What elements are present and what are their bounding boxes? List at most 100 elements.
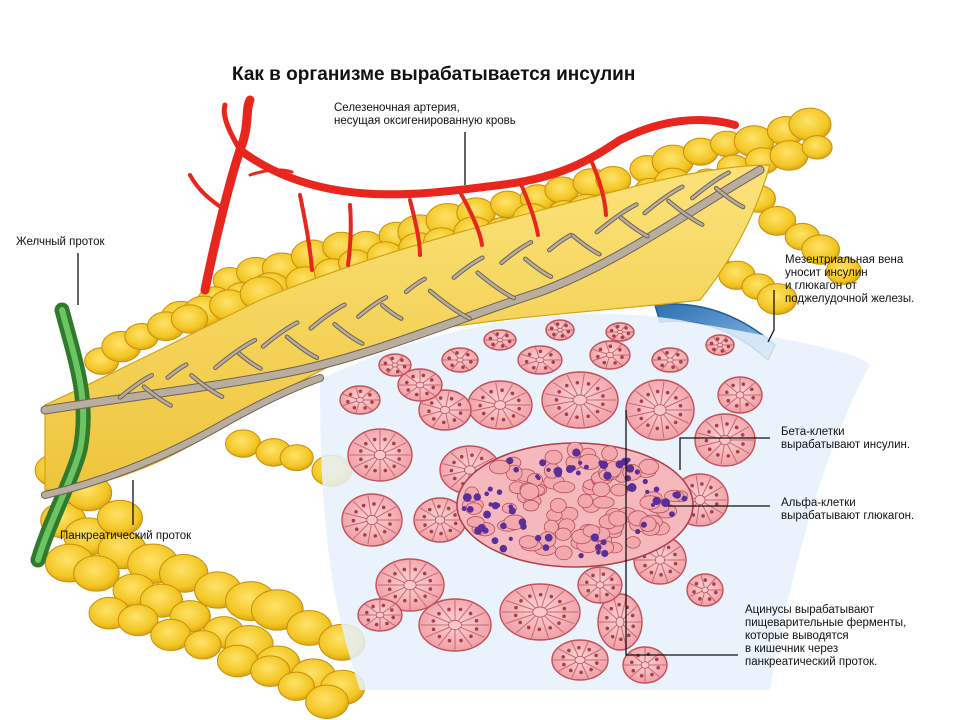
alpha-cell xyxy=(535,474,540,479)
alpha-cell xyxy=(672,491,679,498)
gland-lobule xyxy=(184,630,222,660)
alpha-cell xyxy=(482,527,489,534)
alpha-cell xyxy=(626,457,631,463)
duct-branch xyxy=(142,385,172,407)
alpha-cell xyxy=(491,537,499,545)
alpha-cell xyxy=(645,489,650,495)
alpha-cell xyxy=(575,470,581,476)
duct-branch xyxy=(190,374,224,399)
alpha-cell xyxy=(594,544,602,551)
duct-branch xyxy=(261,321,299,348)
artery-branch xyxy=(200,95,255,295)
alpha-cell xyxy=(508,504,514,510)
duct-branch xyxy=(237,352,262,370)
acinus xyxy=(597,593,643,651)
label-line: поджелудочной железы. xyxy=(785,293,915,305)
alpha-cell xyxy=(495,502,501,508)
alpha-cell xyxy=(653,486,660,493)
alpha-cell xyxy=(652,496,661,506)
label-line: уносит инсулин xyxy=(785,267,868,279)
alpha-cell xyxy=(473,493,482,501)
alpha-cell xyxy=(578,552,584,559)
acinus xyxy=(541,371,619,429)
label-line: Селезеночная артерия, xyxy=(334,102,460,114)
beta-cell xyxy=(519,483,540,501)
alpha-cell xyxy=(599,460,609,470)
alpha-cell xyxy=(603,471,612,480)
acinus xyxy=(357,598,403,632)
alpha-cell xyxy=(583,464,589,470)
acinus xyxy=(339,385,381,415)
acinus xyxy=(694,413,756,467)
alpha-cell xyxy=(626,485,632,491)
alpha-cell xyxy=(488,502,493,507)
beta-cell xyxy=(608,510,628,527)
label-line: Панкреатический проток xyxy=(60,530,192,542)
acinus xyxy=(589,340,631,370)
acinus xyxy=(378,353,412,377)
label-pancreatic-duct: Панкреатический проток xyxy=(60,530,191,543)
duct-branch xyxy=(691,171,730,200)
acinus xyxy=(397,368,443,402)
beta-cell xyxy=(553,480,576,494)
beta-cell xyxy=(601,445,618,462)
alpha-cell xyxy=(642,478,648,485)
acinus xyxy=(441,347,479,373)
gland-lobule xyxy=(788,107,832,142)
acinus xyxy=(483,329,517,351)
alpha-cell xyxy=(572,448,581,457)
duct-branch xyxy=(524,257,553,279)
alpha-cell xyxy=(546,467,551,473)
alpha-cell xyxy=(553,466,563,476)
leader-lines xyxy=(77,132,775,656)
acinus xyxy=(467,380,533,430)
gland-lobule xyxy=(225,429,262,458)
acinus xyxy=(499,583,581,641)
gland-lobule xyxy=(277,671,315,701)
acinus xyxy=(705,334,735,356)
alpha-cell xyxy=(634,469,641,475)
artery-branch xyxy=(221,102,243,153)
acinus xyxy=(551,639,609,681)
alpha-cell xyxy=(508,536,513,541)
acini-cluster xyxy=(339,319,763,684)
alpha-cell xyxy=(506,457,514,465)
duct-branch xyxy=(41,166,764,414)
alpha-cell xyxy=(661,498,671,508)
beta-cell xyxy=(592,481,611,497)
islet-of-langerhans xyxy=(456,441,694,568)
beta-cell xyxy=(592,496,615,509)
gland-lobule xyxy=(73,555,120,592)
label-line: Бета-клетки xyxy=(781,426,845,438)
bile-duct-highlight xyxy=(35,307,87,563)
beta-cell xyxy=(549,497,567,513)
acinus xyxy=(625,379,695,441)
duct-branch xyxy=(619,216,649,238)
acinus xyxy=(545,319,575,341)
acinus xyxy=(347,428,413,482)
duct-branch xyxy=(214,338,257,370)
acinus xyxy=(577,566,623,604)
gland-lobule xyxy=(117,604,159,637)
alpha-cell xyxy=(578,460,583,465)
gland-lobule xyxy=(825,256,862,285)
duct-branch xyxy=(42,375,323,498)
alpha-cell xyxy=(635,528,641,535)
duct-branch xyxy=(571,234,601,256)
duct-branch xyxy=(404,277,426,294)
alpha-cell xyxy=(681,495,688,502)
label-splenic-artery: Селезеночная артерия, несущая оксигениро… xyxy=(334,102,516,128)
alpha-cell xyxy=(496,489,503,495)
alpha-cell xyxy=(640,521,647,528)
alpha-cell xyxy=(590,533,599,542)
acinus xyxy=(717,376,763,414)
alpha-cell xyxy=(544,533,553,542)
beta-cell xyxy=(577,493,594,509)
acinus xyxy=(413,497,467,543)
leader-acini xyxy=(625,410,738,656)
label-line: которые выводятся xyxy=(745,630,849,642)
alpha-cell xyxy=(483,510,492,519)
gland-lobule xyxy=(801,135,833,160)
label-line: Мезентриальная вена xyxy=(785,254,904,266)
